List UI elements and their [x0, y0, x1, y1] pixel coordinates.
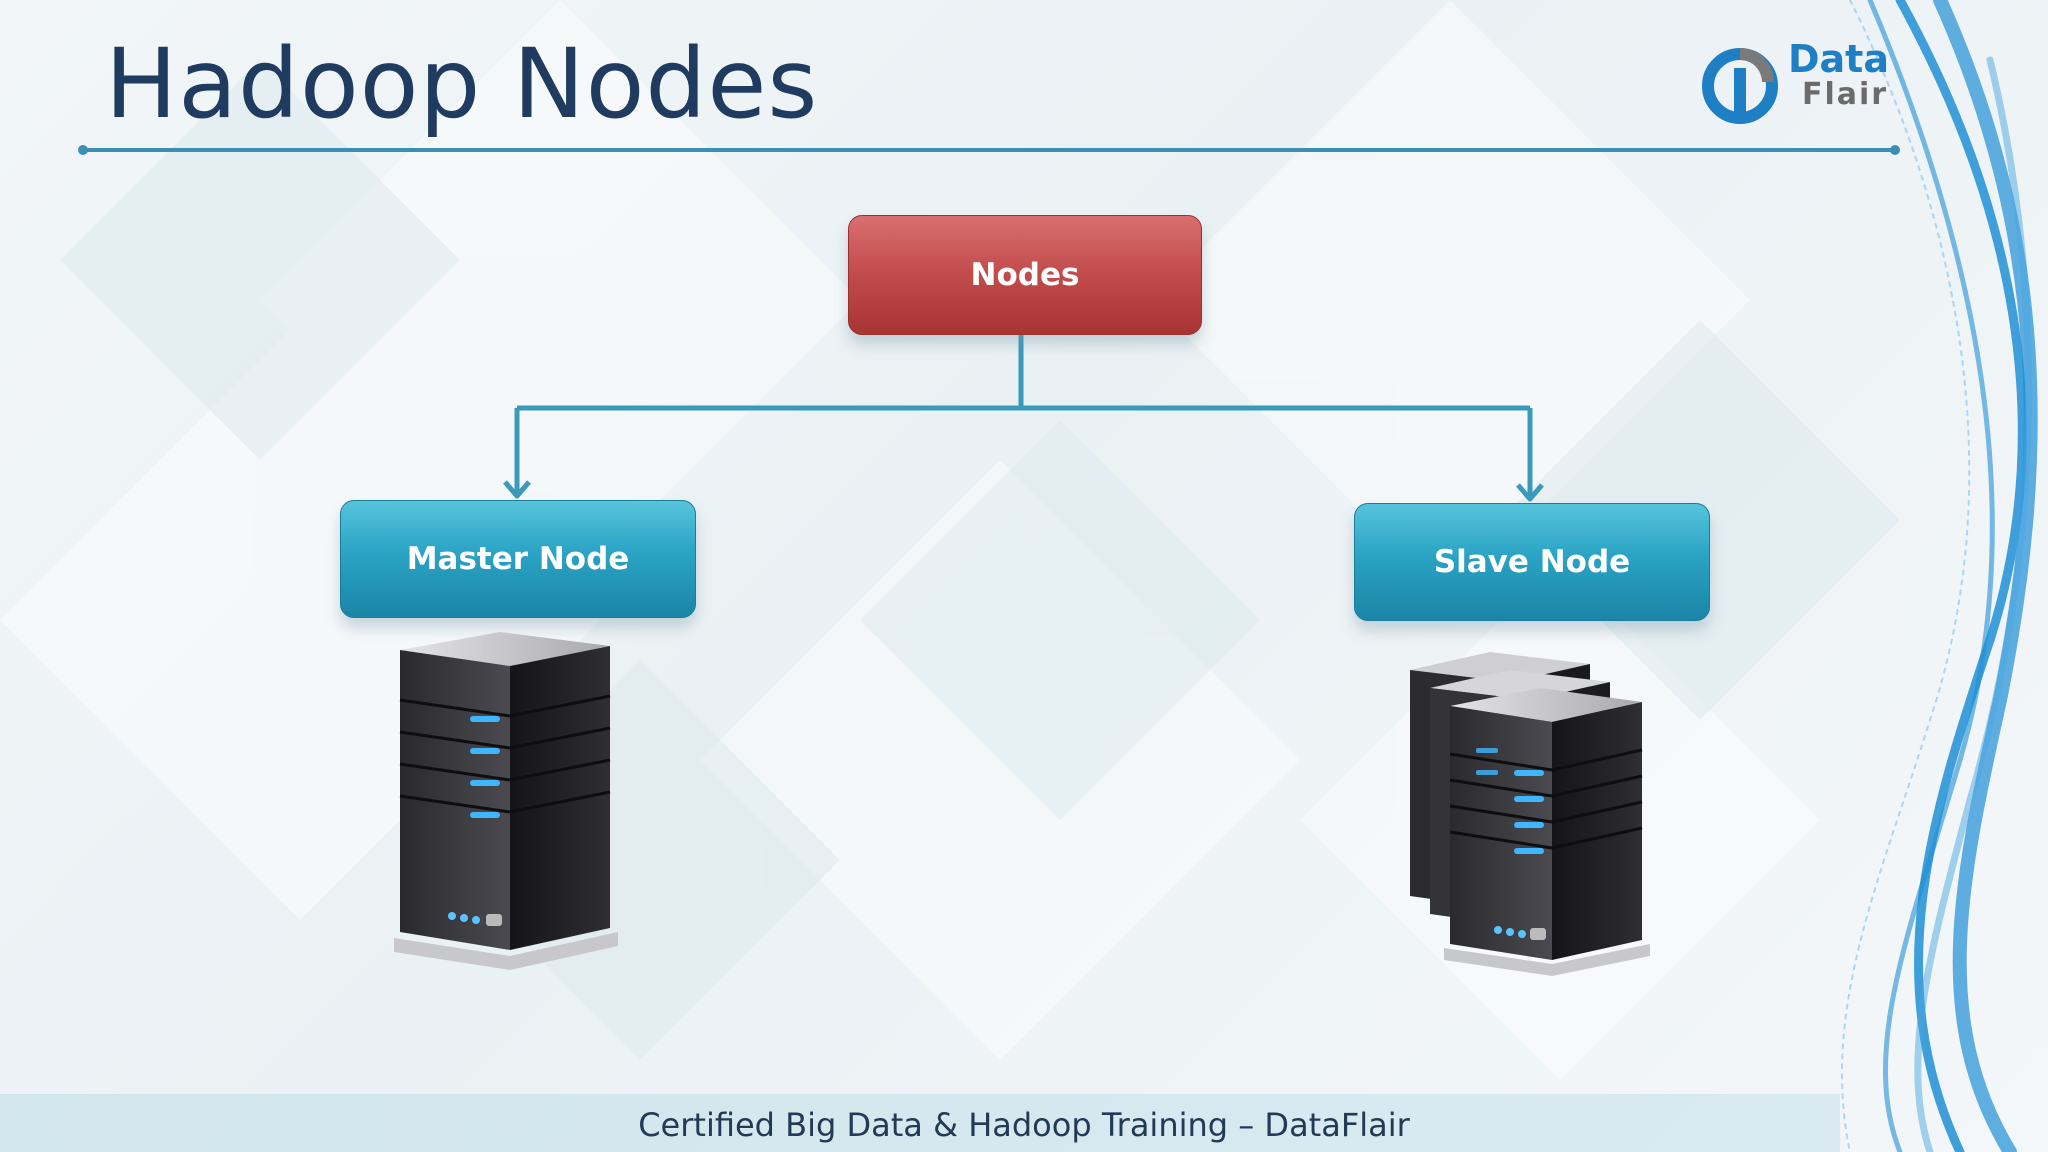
dataflair-logo: Data Flair	[1700, 38, 1890, 128]
page-title: Hadoop Nodes	[105, 28, 819, 140]
footer-text: Certified Big Data & Hadoop Training – D…	[638, 1106, 1410, 1144]
footer-bar	[0, 1094, 1840, 1152]
server-cluster-icon	[1410, 652, 1650, 976]
logo-word-data: Data	[1788, 37, 1889, 81]
logo-word-flair: Flair	[1802, 77, 1889, 112]
title-divider	[78, 145, 1900, 155]
single-server-icon	[394, 632, 618, 970]
dataflair-logo-icon	[1702, 48, 1778, 124]
master-node-box: Master Node	[340, 500, 696, 618]
slave-node-box: Slave Node	[1354, 503, 1710, 621]
wave-decoration	[1840, 0, 2038, 1152]
nodes-root-box: Nodes	[848, 215, 1202, 335]
